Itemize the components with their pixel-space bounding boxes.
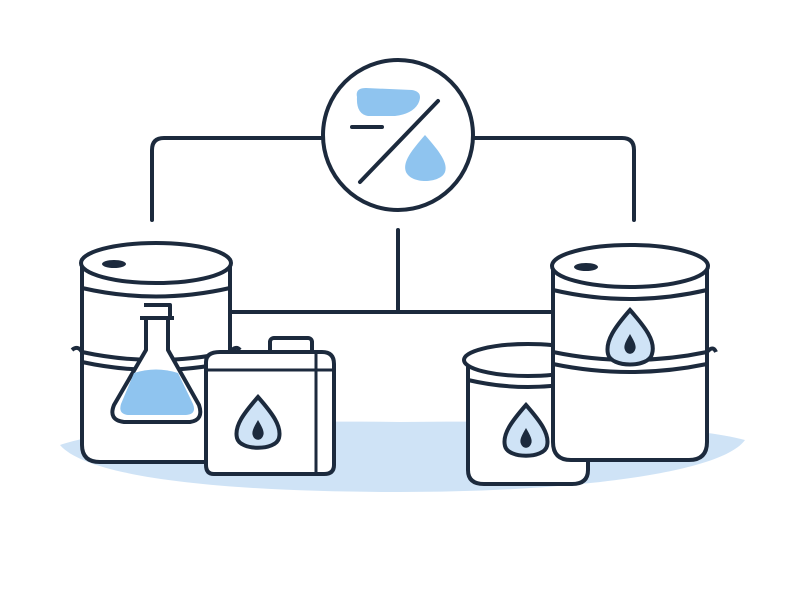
small-can <box>204 336 336 476</box>
connector-left <box>150 136 324 222</box>
droplet-inner <box>520 428 532 448</box>
left-barrel-rim <box>81 286 231 299</box>
hub-circle <box>321 58 475 212</box>
percent-bottom-drop <box>405 135 446 182</box>
right-barrel-hoop-bottom <box>552 362 708 374</box>
percent-symbol-icon <box>350 88 446 184</box>
hub-node <box>321 58 475 212</box>
right-barrel-hoop-top <box>552 346 718 362</box>
droplet-icon <box>605 306 655 367</box>
right-barrel-bung <box>574 263 598 271</box>
droplet-inner <box>252 420 264 440</box>
droplet-inner <box>624 334 636 354</box>
percent-top-blob <box>356 88 420 116</box>
connector-lines <box>150 136 636 314</box>
connector-right <box>472 136 636 222</box>
flask-icon <box>110 303 203 424</box>
right-barrel <box>550 243 718 462</box>
right-barrel-lid <box>550 243 710 289</box>
left-barrel-lid <box>79 241 233 285</box>
droplet-icon <box>234 393 282 450</box>
droplet-icon <box>502 401 550 458</box>
left-barrel-bung <box>102 260 126 268</box>
percent-slash <box>358 99 440 184</box>
flask-liquid <box>120 369 195 415</box>
right-barrel-rim <box>552 288 708 301</box>
